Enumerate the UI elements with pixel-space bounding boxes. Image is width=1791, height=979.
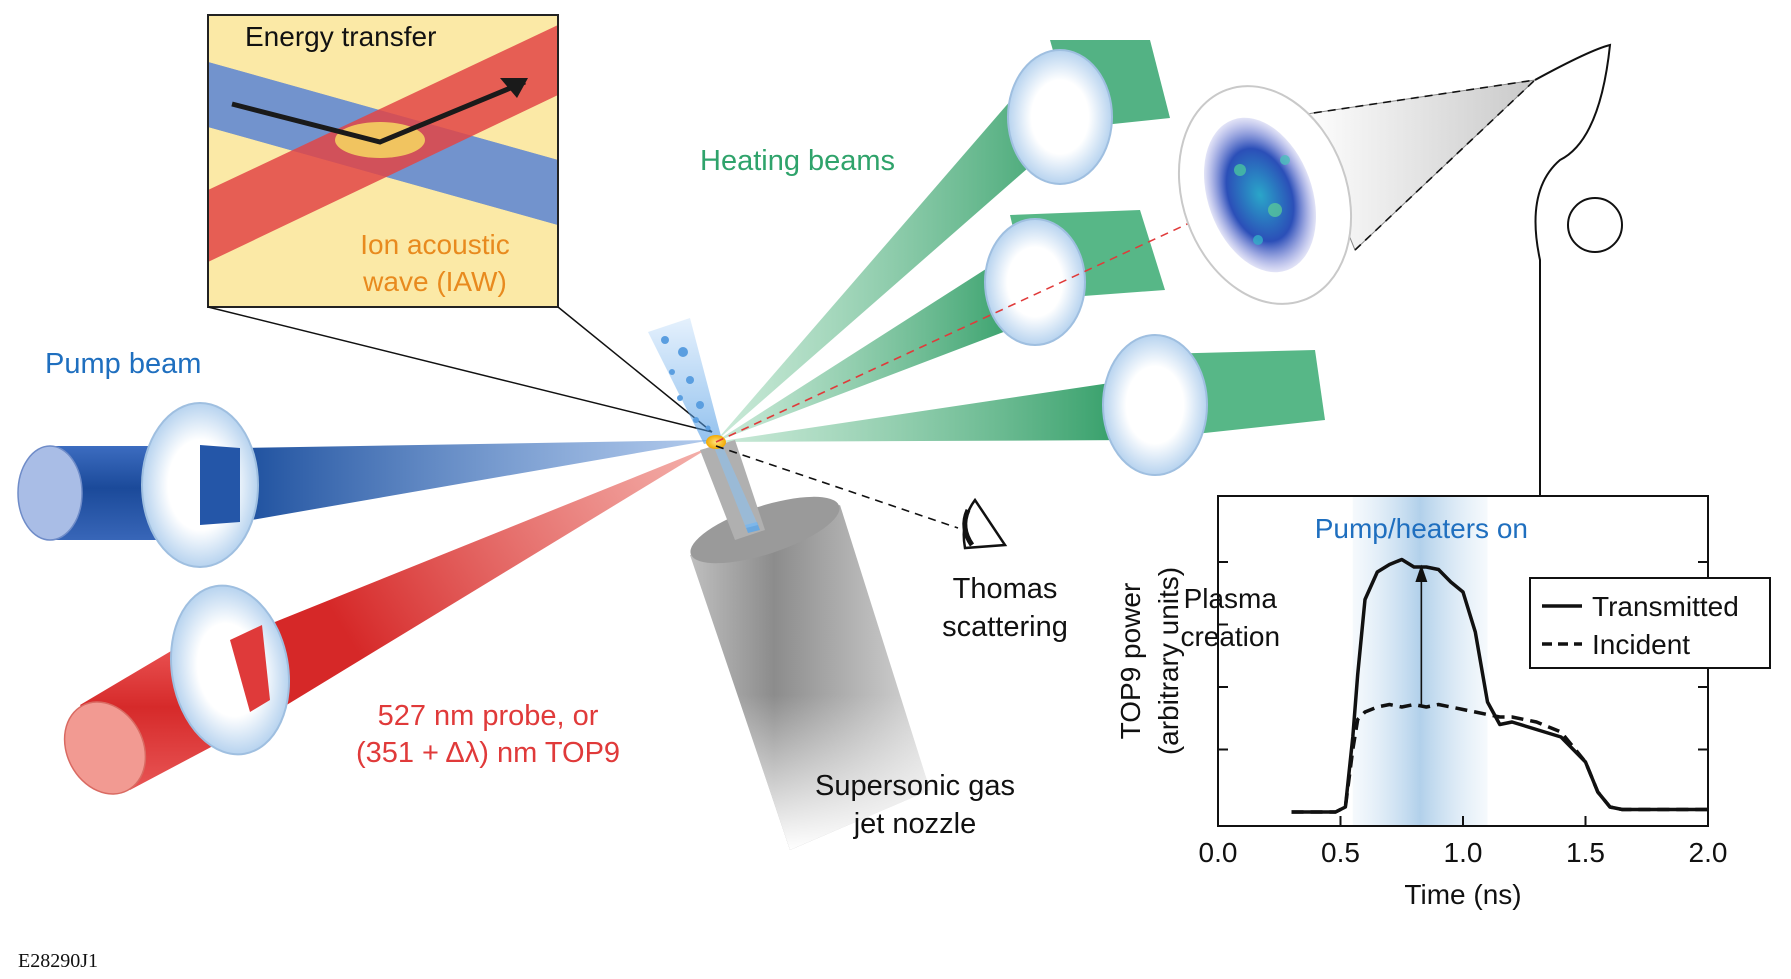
axis-ticks: 0.0 0.5 1.0 1.5 2.0 [1199, 561, 1728, 868]
nozzle-label-line1: Supersonic gas [815, 770, 1015, 802]
iaw-label-line2: wave (IAW) [362, 266, 507, 297]
inset-leader-right [557, 306, 713, 433]
detector-cable [1534, 43, 1612, 495]
pump-beam-cone [240, 440, 712, 522]
top9-power-chart: 0.0 0.5 1.0 1.5 2.0 Pump/heaters on Plasma c… [1115, 495, 1771, 910]
probe-beam: 527 nm probe, or (351 + Δλ) nm TOP9 [63, 446, 712, 795]
x-tick-label: 2.0 [1689, 837, 1728, 868]
thomas-label-line2: scattering [942, 611, 1068, 643]
thomas-sightline [715, 445, 959, 529]
heating-beams-label: Heating beams [700, 145, 895, 177]
shaded-region [1352, 497, 1488, 825]
transmitted-beam-line [715, 194, 1251, 443]
x-tick-label: 1.5 [1566, 837, 1605, 868]
x-tick-label: 0.5 [1321, 837, 1360, 868]
heating-beam-1 [715, 55, 1100, 442]
energy-transfer-arrow [231, 79, 526, 145]
increase-arrowhead [1415, 564, 1428, 582]
legend-box [1529, 577, 1771, 669]
figure-id: E28290J1 [18, 950, 98, 972]
legend: Transmitted Incident [1529, 577, 1771, 669]
x-tick-label: 0.0 [1199, 837, 1238, 868]
gas-jet-plume [648, 318, 726, 449]
probe-beam-cone [230, 446, 712, 720]
x-tick-label: 1.0 [1444, 837, 1483, 868]
plasma-creation-label-line2: creation [1180, 621, 1280, 652]
legend-label-incident: Incident [1592, 629, 1690, 660]
cable-loop [1567, 197, 1623, 253]
jet-plume [648, 318, 722, 444]
gas-jet-nozzle: Supersonic gas jet nozzle [690, 440, 1015, 850]
pump-beam: Pump beam [17, 348, 712, 568]
pump-beam-label: Pump beam [45, 348, 201, 380]
thomas-label-line1: Thomas [953, 573, 1058, 605]
energy-transfer-label: Energy transfer [245, 21, 436, 52]
y-axis-label-line2: (arbitrary units) [1153, 567, 1184, 755]
legend-label-transmitted: Transmitted [1592, 591, 1739, 622]
iaw-label-line1: Ion acoustic [360, 229, 509, 260]
energy-transfer-inset: Energy transfer Ion acoustic wave (IAW) [207, 14, 713, 433]
x-axis-label: Time (ns) [1404, 879, 1521, 910]
heating-beams: Heating beams [700, 40, 1325, 476]
nozzle-label-line2: jet nozzle [853, 808, 977, 840]
y-axis-label-line1: TOP9 power [1115, 583, 1146, 740]
series-group [1291, 557, 1708, 814]
thomas-scattering: Thomas scattering [715, 445, 1068, 643]
series-transmitted [1291, 557, 1708, 814]
plasma-creation-label-line1: Plasma [1184, 583, 1278, 614]
inset-leader-left [207, 306, 713, 433]
heating-beam-2 [715, 260, 1035, 442]
chart-title: Pump/heaters on [1315, 513, 1528, 544]
heating-beam-3 [715, 380, 1140, 442]
detector [715, 43, 1623, 495]
probe-label-line2: (351 + Δλ) nm TOP9 [356, 737, 620, 769]
probe-label-line1: 527 nm probe, or [378, 700, 599, 732]
